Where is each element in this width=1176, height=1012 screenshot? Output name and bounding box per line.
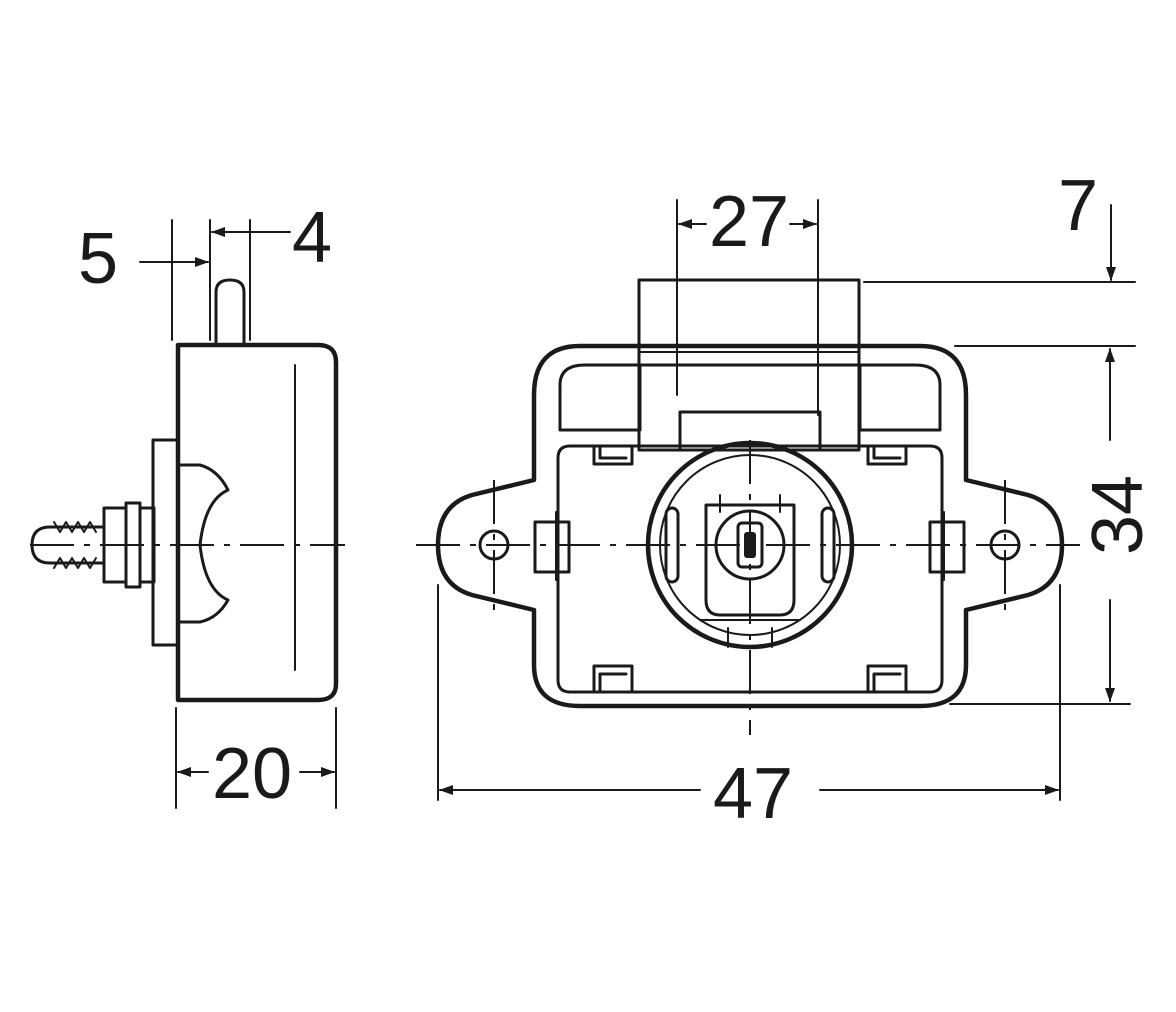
front-inner-housing [556, 444, 944, 694]
side-plunger-pin [214, 278, 246, 347]
dim-label-34: 34 [1078, 475, 1158, 555]
dim-label-5: 5 [78, 219, 118, 299]
front-view: 27 7 34 47 [416, 166, 1158, 834]
front-side-tab-right [928, 520, 966, 574]
front-lock-cylinder [704, 503, 796, 617]
side-body [175, 342, 339, 703]
dim-label-4: 4 [292, 198, 332, 278]
side-cam [176, 463, 230, 624]
front-clip-top-left [592, 444, 634, 466]
front-outer-body [435, 343, 1065, 709]
front-clip-bottom-right [866, 664, 908, 694]
side-flange [151, 438, 180, 647]
front-handle-slot [558, 363, 942, 432]
dim-label-27: 27 [709, 182, 789, 262]
dim-label-20: 20 [212, 734, 292, 814]
side-view: 5 4 20 [30, 198, 345, 814]
front-clip-bottom-left [592, 664, 634, 694]
front-side-tab-left [533, 520, 571, 574]
side-thread-marks [53, 521, 97, 569]
front-clip-top-right [866, 444, 908, 466]
dim-label-47: 47 [713, 754, 793, 834]
dim-label-7: 7 [1058, 166, 1098, 246]
